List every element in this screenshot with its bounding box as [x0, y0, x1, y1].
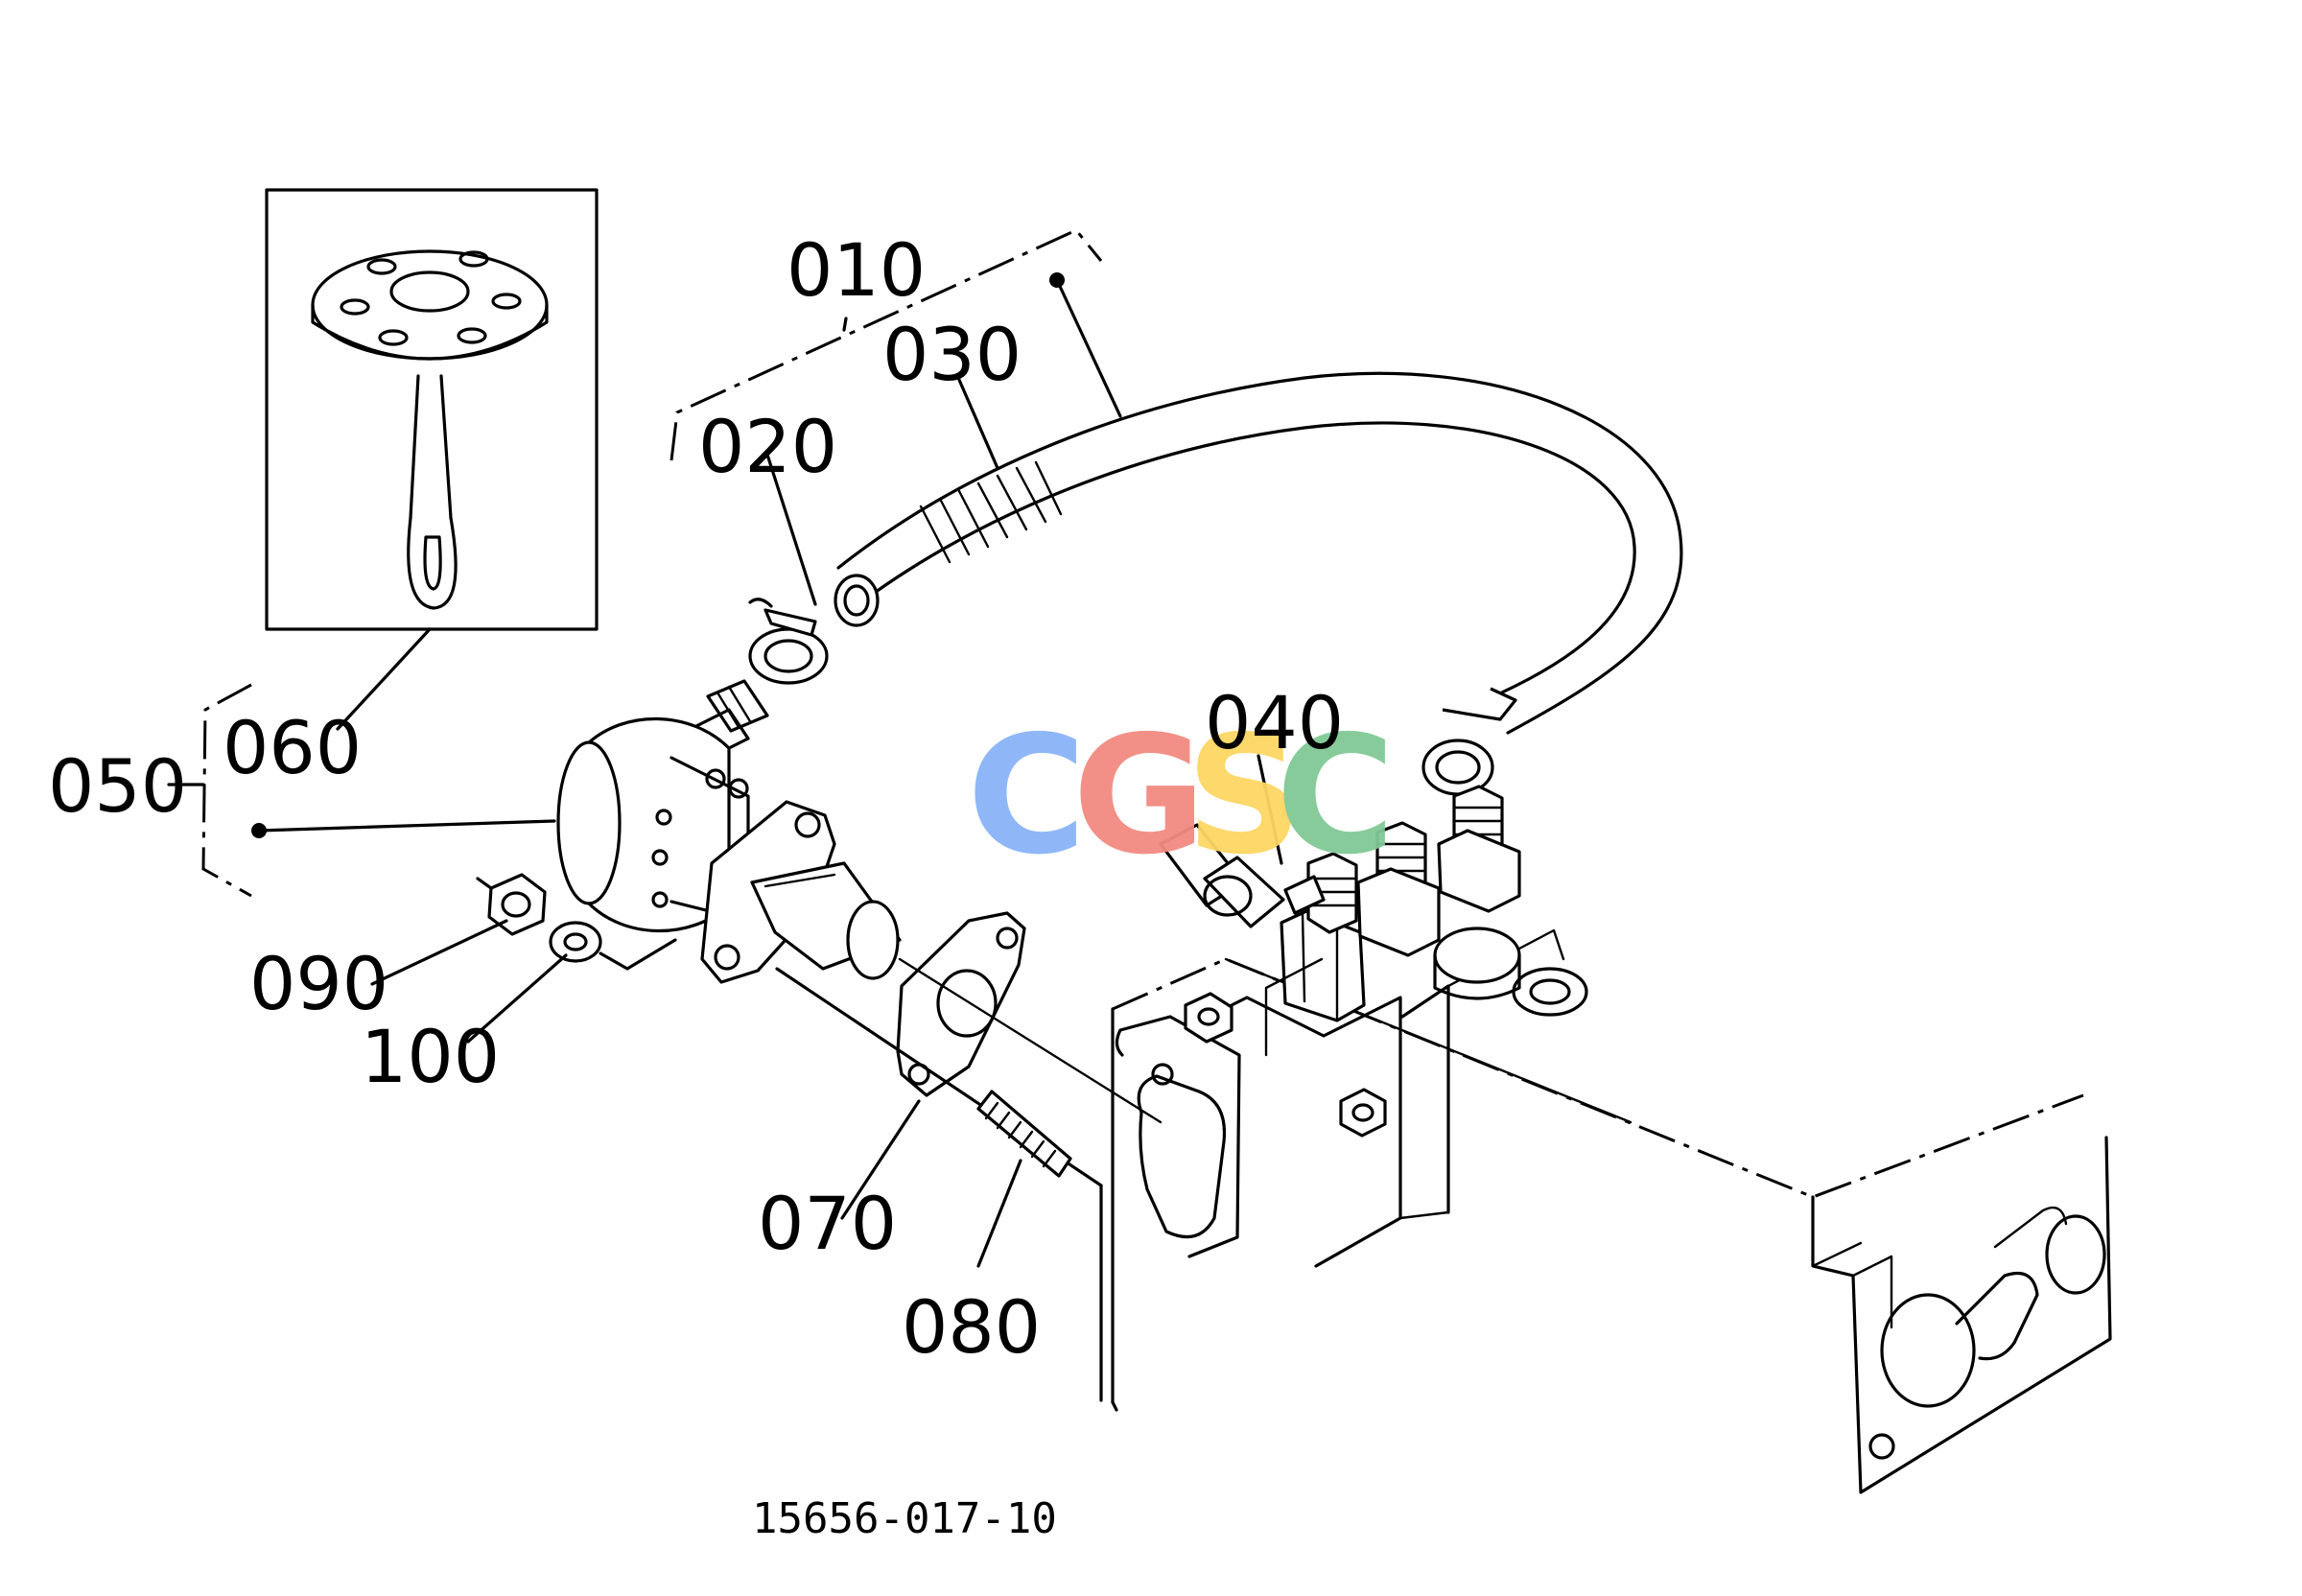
callout-080: 080	[902, 1284, 1041, 1370]
delivery-valve-holders	[1264, 785, 1521, 1057]
hose-clamp-020	[748, 598, 829, 685]
callout-010: 010	[787, 227, 926, 313]
diagram-code: 15656-017-10	[752, 1494, 1057, 1543]
bracket-010	[669, 228, 1103, 461]
watermark-letter-s: S	[1186, 701, 1303, 891]
callout-100: 100	[361, 1014, 500, 1099]
fuel-feed-pump-050	[556, 679, 902, 984]
watermark-letter-c2: C	[1276, 701, 1396, 891]
leader-lines	[167, 272, 1283, 1268]
stud-bolt-080	[976, 1090, 1072, 1178]
gasket-070	[896, 911, 1026, 1097]
hose-rib-section	[919, 460, 1063, 564]
washer-100	[549, 921, 602, 963]
watermark-letter-g: G	[1072, 701, 1207, 891]
callout-030: 030	[882, 312, 1022, 397]
callout-020: 020	[698, 404, 837, 489]
engine-block	[1099, 785, 2112, 1494]
cgsc-watermark: C G S C	[967, 701, 1396, 891]
hose-clamp-right	[1421, 687, 1517, 796]
fuel-strainer-disc-icon	[311, 249, 549, 610]
callout-050: 050	[48, 743, 187, 829]
watermark-letter-c1: C	[967, 701, 1087, 891]
fuel-hose-030	[834, 371, 1683, 735]
bracket-050	[201, 683, 252, 898]
inset-box-060	[265, 188, 599, 731]
banjo-fitting-040	[1159, 823, 1326, 928]
nut-090	[476, 873, 547, 936]
callout-070: 070	[758, 1181, 897, 1266]
callout-040: 040	[1205, 680, 1344, 765]
callout-090: 090	[249, 941, 388, 1026]
callout-060: 060	[223, 705, 362, 790]
